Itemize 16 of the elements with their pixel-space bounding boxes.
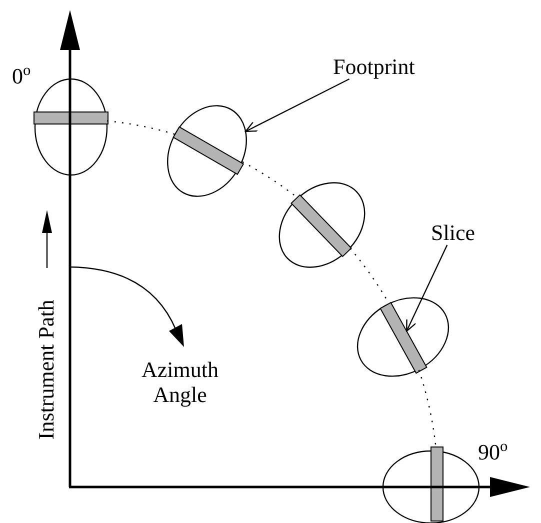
footprint-ellipse (278, 182, 366, 268)
slice-bar (34, 112, 108, 124)
footprint-ellipse (356, 297, 450, 377)
footprint-ellipse (382, 446, 480, 523)
dotted-scan-arc (106, 120, 176, 135)
footprint-ellipse (34, 78, 108, 176)
callout-label: Footprint (333, 54, 415, 80)
axis-title: Instrument Path (33, 299, 59, 440)
footprint-ellipse (167, 105, 247, 197)
angle-label: Azimuth Angle (140, 357, 220, 408)
leader-line (406, 244, 448, 332)
angle-value: 90$^{o}$ (478, 438, 508, 465)
slice-bar (430, 446, 444, 522)
callout-label: Slice (431, 220, 475, 246)
leader-line (244, 78, 350, 132)
angle-value: 0$^{o}$ (12, 62, 31, 89)
